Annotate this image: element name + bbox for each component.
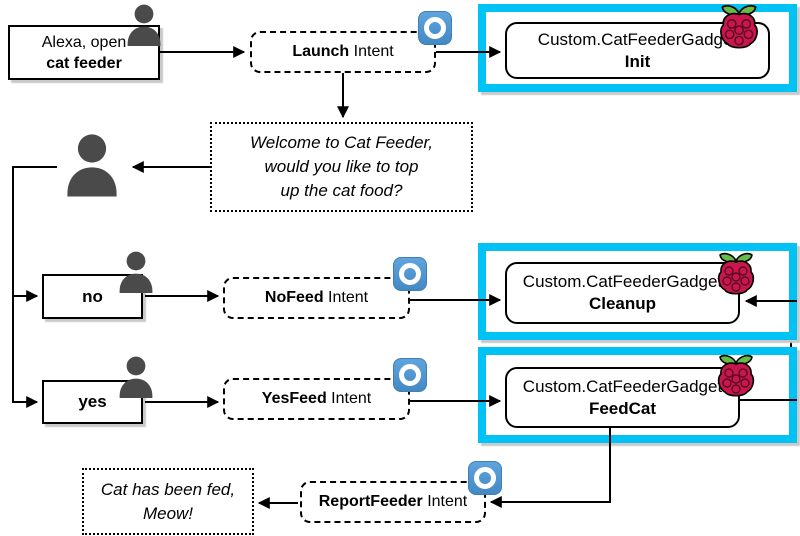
- highlight-frame-feedcat: [478, 347, 797, 443]
- user-request-line2: cat feeder: [46, 54, 122, 72]
- node-gadget-cleanup: Custom.CatFeederGadget Cleanup: [505, 262, 740, 324]
- node-welcome-prompt: Welcome to Cat Feeder, would you like to…: [210, 122, 473, 212]
- cat-fed-line1: Cat has been fed,: [100, 479, 236, 499]
- answer-yes-label: yes: [78, 392, 107, 411]
- nofeed-intent-label: NoFeed Intent: [264, 289, 369, 306]
- answer-no-label: no: [82, 286, 103, 306]
- raspberry-pi-icon: [716, 2, 762, 50]
- gadget-init-line1: Custom.CatFeederGadget: [537, 29, 738, 49]
- gadget-feedcat-line2: FeedCat: [588, 398, 657, 418]
- alexa-ring: [399, 263, 421, 285]
- alexa-icon: [468, 461, 502, 495]
- highlight-frame-cleanup: [478, 243, 797, 340]
- alexa-icon: [393, 358, 427, 392]
- node-gadget-feedcat: Custom.CatFeederGadget FeedCat: [505, 367, 740, 428]
- highlight-frame-init: [478, 4, 797, 92]
- welcome-line3: up the cat food?: [280, 181, 403, 200]
- gadget-cleanup-line2: Cleanup: [588, 294, 657, 313]
- user-request-line1: Alexa, open: [41, 33, 127, 51]
- alexa-icon: [393, 257, 427, 291]
- gadget-init-line2: Init: [624, 51, 651, 71]
- person-icon: [120, 2, 168, 48]
- node-yesfeed-intent: YesFeed Intent: [223, 378, 410, 420]
- node-nofeed-intent: NoFeed Intent: [223, 277, 410, 319]
- gadget-cleanup-line1: Custom.CatFeederGadget: [522, 272, 723, 291]
- alexa-ring: [424, 17, 446, 39]
- person-icon: [112, 249, 160, 295]
- person-icon: [112, 354, 160, 400]
- gadget-feedcat-line1: Custom.CatFeederGadget: [522, 376, 723, 396]
- node-reportfeeder-intent: ReportFeeder Intent: [300, 481, 486, 523]
- person-icon: [56, 130, 128, 200]
- node-launch-intent: Launch Intent: [250, 31, 436, 73]
- alexa-ring: [474, 467, 496, 489]
- raspberry-pi-icon: [714, 352, 758, 398]
- reportfeeder-intent-label: ReportFeeder Intent: [318, 493, 468, 510]
- raspberry-pi-icon: [714, 250, 758, 296]
- welcome-line1: Welcome to Cat Feeder,: [250, 133, 433, 152]
- cat-fed-line2: Meow!: [142, 503, 194, 523]
- alexa-icon: [418, 11, 452, 45]
- launch-intent-label: Launch Intent: [292, 43, 394, 60]
- node-cat-fed: Cat has been fed, Meow!: [82, 468, 254, 535]
- alexa-ring: [399, 364, 421, 386]
- welcome-line2: would you like to top: [264, 157, 419, 176]
- node-user-request: Alexa, open cat feeder: [8, 25, 160, 80]
- yesfeed-intent-label: YesFeed Intent: [261, 390, 372, 407]
